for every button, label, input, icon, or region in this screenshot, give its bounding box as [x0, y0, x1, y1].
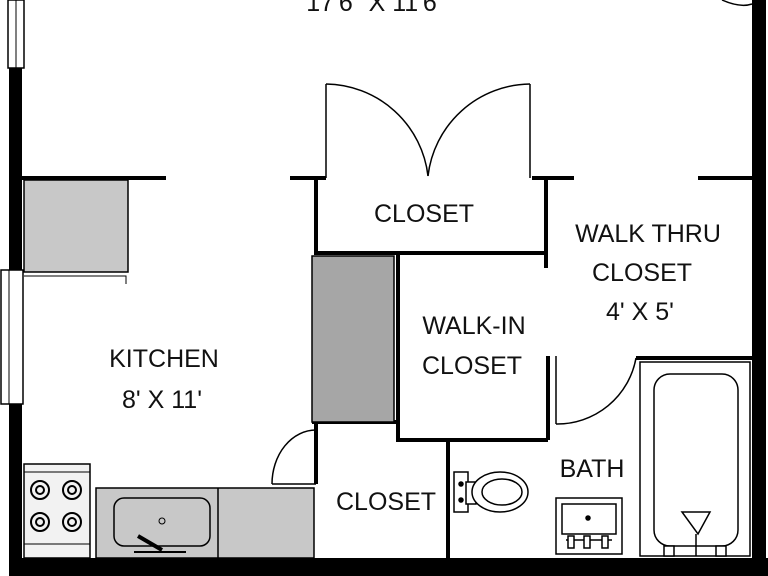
window-left — [0, 269, 24, 405]
closet-bottom-door — [271, 429, 317, 485]
closet-bottom-label: CLOSET — [336, 488, 436, 516]
window-top-left — [7, 0, 25, 69]
walk-thru-label-line2: CLOSET — [592, 259, 692, 287]
walk-in-door — [555, 356, 637, 425]
bottom-wall — [9, 558, 768, 576]
walk-in-label-line1: WALK-IN — [422, 312, 525, 340]
kitchen-sink — [113, 497, 211, 553]
toilet — [453, 471, 529, 513]
closet-top-label: CLOSET — [374, 200, 474, 228]
outer-walls — [9, 0, 768, 576]
walk-thru-label-line1: WALK THRU — [575, 220, 721, 248]
stove — [23, 463, 91, 559]
kitchen-label: KITCHEN — [109, 345, 219, 373]
bath-sink — [555, 497, 623, 555]
right-wall — [752, 0, 766, 576]
walk-in-label-line2: CLOSET — [422, 352, 522, 380]
upper-cabinet — [23, 179, 129, 284]
closet-double-doors — [325, 83, 531, 178]
entry-door-arc — [721, 0, 753, 7]
walk-thru-size-label: 4' X 5' — [606, 298, 674, 326]
left-wall-lower — [9, 404, 22, 574]
bathtub — [639, 361, 751, 557]
left-wall-upper — [9, 68, 22, 270]
top-dimension-label: 17'6" X 11'6" — [306, 0, 445, 17]
kitchen-size-label: 8' X 11' — [122, 386, 202, 414]
bath-label: BATH — [560, 455, 625, 483]
burner-icon — [30, 480, 82, 532]
refrigerator — [311, 255, 395, 423]
